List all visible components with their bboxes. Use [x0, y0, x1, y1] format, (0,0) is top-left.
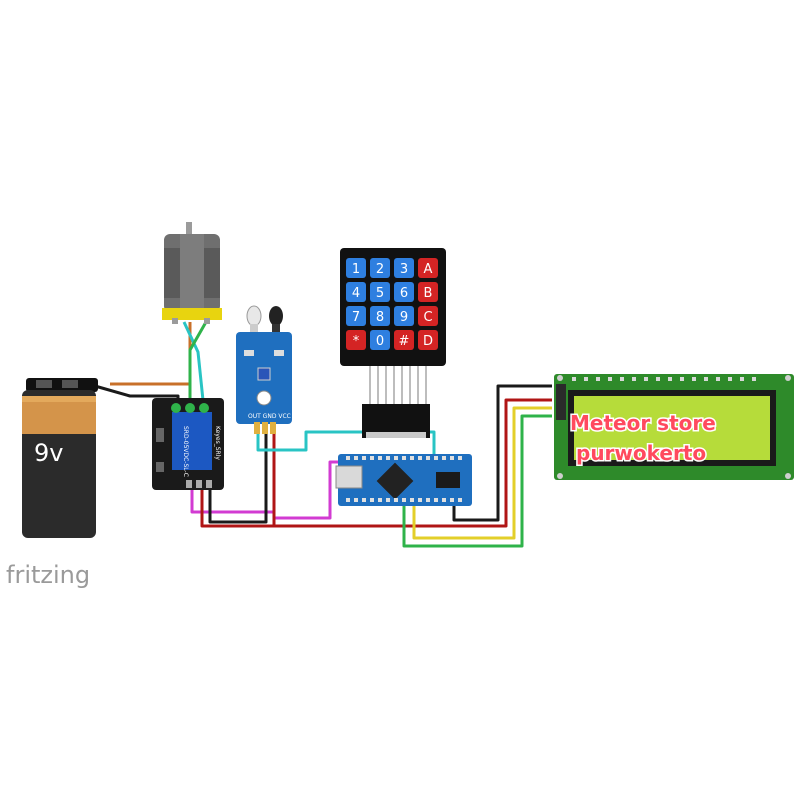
keypad-key-0[interactable]: 0	[370, 330, 390, 350]
keypad-key-label: 0	[376, 334, 384, 349]
arduino-nano	[335, 454, 472, 506]
keypad-key-hash[interactable]: #	[394, 330, 414, 350]
wire-orange-battery-motor	[110, 322, 192, 386]
keypad-key-5[interactable]: 5	[370, 282, 390, 302]
wire-black-nano-lcd	[452, 384, 552, 522]
keypad-key-label: 1	[352, 262, 360, 277]
keypad-key-label: 5	[376, 286, 384, 301]
keypad-key-label: *	[353, 334, 360, 349]
nano-pins-bottom	[346, 498, 462, 502]
keypad-key-label: A	[424, 262, 433, 277]
relay-label: Keyes_SRly	[214, 426, 221, 460]
keypad-key-label: D	[423, 334, 433, 349]
keypad-key-d[interactable]: D	[418, 330, 438, 350]
wire-black-relay	[208, 434, 268, 524]
keypad-key-3[interactable]: 3	[394, 258, 414, 278]
ir-sensor: OUT GND VCC	[236, 305, 292, 434]
wires	[94, 321, 552, 548]
keypad-key-label: #	[399, 334, 410, 349]
keypad-key-label: B	[424, 286, 433, 301]
lcd-line-2: purwokerto	[576, 441, 706, 465]
nano-pins-top	[346, 456, 462, 460]
wire-red-relay	[200, 398, 552, 528]
wire-teal-sensor-nano	[256, 430, 436, 460]
wire-teal-motor-relay	[182, 321, 206, 411]
fritzing-watermark: fritzing	[6, 561, 90, 589]
relay-part: SRD-05VDC-SL-C	[182, 426, 189, 477]
keypad-key-4[interactable]: 4	[346, 282, 366, 302]
wire-green-motor-relay	[188, 321, 208, 410]
keypad-key-label: 2	[376, 262, 384, 277]
wire-yellow-nano-lcd	[412, 406, 552, 540]
keypad-key-2[interactable]: 2	[370, 258, 390, 278]
keypad-key-a[interactable]: A	[418, 258, 438, 278]
lcd-display: Meteor store purwokerto	[554, 374, 794, 480]
battery-9v: 9v	[22, 378, 98, 538]
keypad-key-9[interactable]: 9	[394, 306, 414, 326]
keypad-key-label: 6	[400, 286, 408, 301]
keypad-key-label: 3	[400, 262, 408, 277]
dc-motor	[162, 222, 222, 324]
ir-pin-labels: OUT GND VCC	[248, 413, 291, 420]
keypad-key-label: 7	[352, 310, 360, 325]
lcd-header-pins	[572, 377, 756, 381]
relay-module: SRD-05VDC-SL-C Keyes_SRly	[152, 398, 224, 490]
keypad-key-label: C	[423, 310, 432, 325]
keypad-key-label: 9	[400, 310, 408, 325]
wire-green-nano-lcd	[402, 414, 552, 548]
keypad-key-8[interactable]: 8	[370, 306, 390, 326]
keypad-key-1[interactable]: 1	[346, 258, 366, 278]
keypad-key-6[interactable]: 6	[394, 282, 414, 302]
keypad-ribbon	[369, 366, 427, 404]
battery-label: 9v	[34, 439, 63, 467]
keypad-key-b[interactable]: B	[418, 282, 438, 302]
keypad-key-star[interactable]: *	[346, 330, 366, 350]
keypad-key-c[interactable]: C	[418, 306, 438, 326]
keypad-key-7[interactable]: 7	[346, 306, 366, 326]
lcd-line-1: Meteor store	[570, 411, 716, 435]
keypad-key-label: 4	[352, 286, 360, 301]
keypad-key-label: 8	[376, 310, 384, 325]
